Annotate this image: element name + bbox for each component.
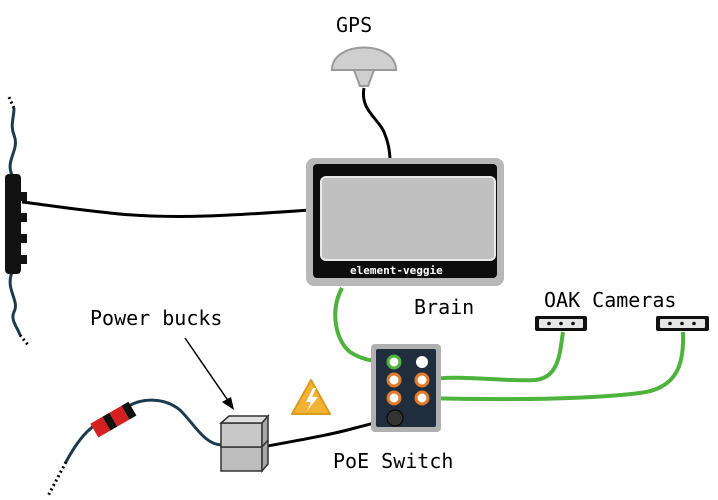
oak-camera-icon	[656, 316, 709, 331]
gps-cable	[361, 87, 392, 163]
warning-lightning-icon	[291, 379, 331, 415]
poe-power-port	[386, 409, 404, 427]
gps-label: GPS	[336, 13, 372, 37]
brain-harness-cable	[21, 200, 311, 218]
harness-wire-bottom-dotted	[18, 334, 30, 346]
power-connector-icon	[90, 401, 137, 438]
oak-camera-icon	[535, 316, 587, 331]
harness-wire-bottom	[8, 271, 22, 336]
power-bucks-arrowhead	[222, 397, 234, 410]
poe-port	[386, 372, 402, 388]
poe-switch-label: PoE Switch	[333, 449, 453, 473]
oak-camera-1-cable	[423, 331, 565, 383]
poe-port	[386, 390, 402, 406]
harness-wire-top-dotted	[6, 94, 16, 109]
brain-label: Brain	[414, 295, 474, 319]
power-input-wire	[119, 398, 223, 447]
poe-switch	[371, 344, 441, 432]
poe-port-unused	[416, 356, 428, 368]
can-harness-connector	[5, 174, 27, 274]
gps-antenna-icon	[330, 46, 398, 87]
poe-port-camera-2	[414, 390, 430, 406]
oak-camera-2-cable	[423, 331, 686, 402]
brain-device	[306, 158, 504, 286]
poe-port-camera-1	[414, 372, 430, 388]
brain-device-name: element-veggie	[350, 264, 443, 277]
power-input-wire-dotted	[46, 461, 68, 497]
power-input-wire-tail	[64, 423, 96, 463]
poe-port-uplink	[386, 354, 402, 370]
harness-wire-top	[8, 107, 17, 176]
power-bucks-label: Power bucks	[90, 306, 222, 330]
power-bucks-arrow	[184, 337, 230, 403]
power-buck-icon	[219, 413, 270, 474]
oak-cameras-label: OAK Cameras	[544, 288, 676, 312]
